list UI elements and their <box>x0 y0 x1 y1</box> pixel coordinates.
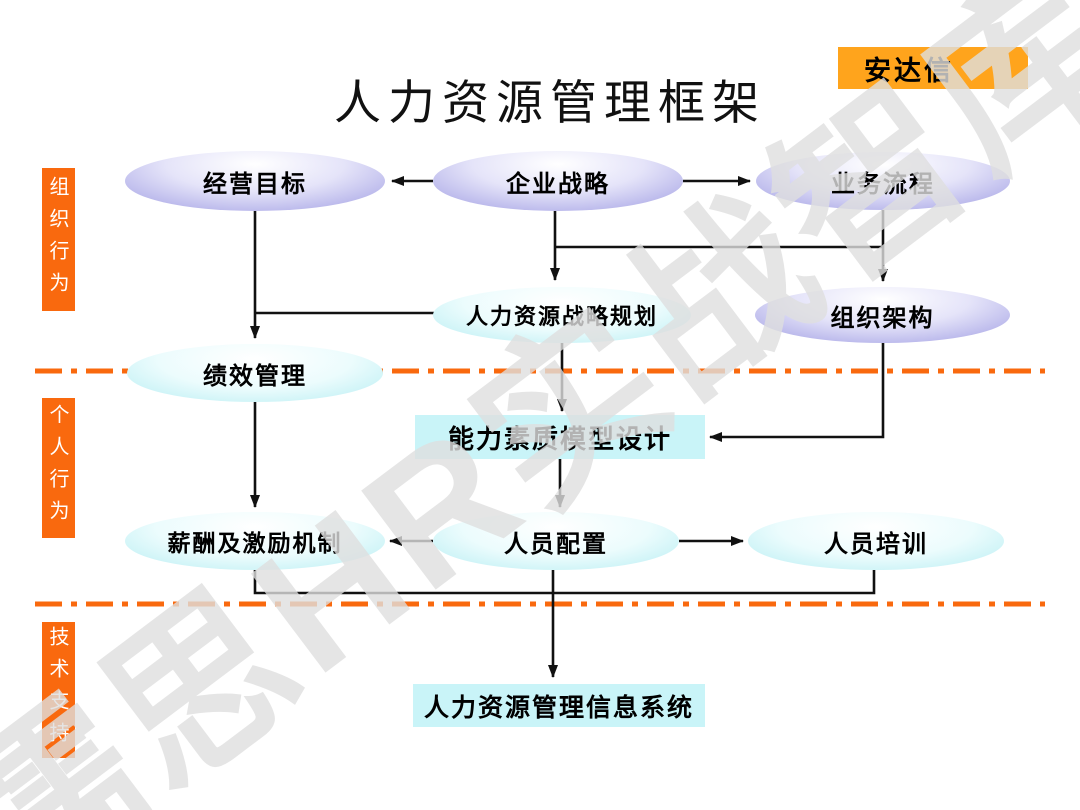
arrow-orgstructure-to-competency <box>709 343 885 442</box>
side-label-technical-support: 技术支持 <box>42 622 75 758</box>
node-corporate-strategy: 企业战略 <box>433 151 683 211</box>
node-business-process: 业务流程 <box>756 152 1010 210</box>
elbow-training-to-center <box>553 570 876 595</box>
node-training: 人员培训 <box>748 512 1004 570</box>
side-label-organizational-behavior: 组织行为 <box>42 168 75 311</box>
node-hr-strategy-planning: 人力资源战略规划 <box>433 287 691 343</box>
elbow-compensation-to-center <box>253 570 553 595</box>
node-org-structure: 组织架构 <box>755 287 1010 343</box>
node-hr-information-system: 人力资源管理信息系统 <box>413 684 705 727</box>
node-performance-management: 绩效管理 <box>127 344 383 402</box>
side-label-individual-behavior: 个人行为 <box>42 398 75 538</box>
node-compensation-incentive: 薪酬及激励机制 <box>125 512 385 570</box>
node-competency-model-design: 能力素质模型设计 <box>415 415 705 459</box>
brand-badge: 安达信 <box>838 47 1028 89</box>
page-title: 人力资源管理框架 <box>334 78 766 130</box>
node-business-goal: 经营目标 <box>125 151 385 211</box>
node-staffing: 人员配置 <box>433 512 679 570</box>
